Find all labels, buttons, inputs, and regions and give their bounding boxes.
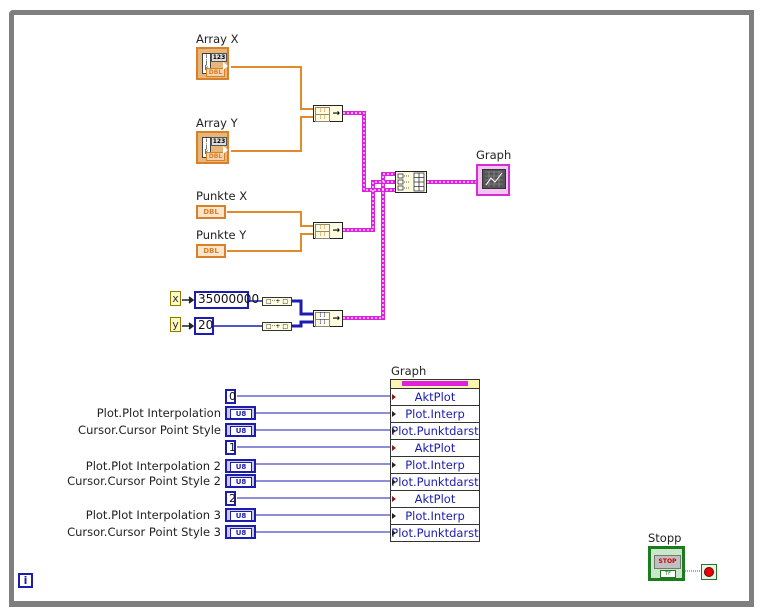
property-row[interactable]: Plot.Punktdarst bbox=[391, 424, 479, 440]
type-badge: U8 bbox=[230, 426, 252, 436]
property-row[interactable]: AktPlot bbox=[391, 389, 479, 406]
array-x-terminal[interactable]: ijk 123 DBL bbox=[196, 47, 229, 80]
stop-condition-icon bbox=[704, 567, 714, 577]
property-row[interactable]: Plot.Interp bbox=[391, 508, 479, 525]
u8-control[interactable]: U8 bbox=[225, 459, 256, 473]
property-node-label: Graph bbox=[391, 364, 427, 378]
property-node[interactable]: AktPlot Plot.Interp Plot.Punktdarst AktP… bbox=[390, 379, 480, 542]
punkte-y-label: Punkte Y bbox=[196, 228, 247, 242]
array-x-label: Array X bbox=[196, 32, 239, 46]
u8-control[interactable]: U8 bbox=[225, 474, 256, 488]
output-arrow-icon bbox=[223, 146, 228, 154]
array-y-terminal[interactable]: ijk 123 DBL bbox=[196, 131, 229, 164]
property-row[interactable]: Plot.Punktdarst bbox=[391, 475, 479, 491]
x-value-control[interactable]: 35000000 bbox=[194, 291, 259, 309]
type-badge: U8 bbox=[230, 462, 252, 472]
wire-punkte-y bbox=[227, 233, 313, 252]
stop-button-terminal[interactable]: STOP TF bbox=[648, 546, 685, 581]
aktplot-constant-2[interactable]: 2 bbox=[225, 491, 236, 506]
bundle-node-3[interactable]: [ ] [ ] → bbox=[313, 310, 343, 327]
stop-icon: STOP bbox=[654, 555, 681, 569]
y-label-tag: y bbox=[170, 317, 181, 332]
wire-x-conv bbox=[291, 299, 313, 316]
type-badge: TF bbox=[660, 570, 676, 578]
wire-array-y bbox=[231, 116, 313, 152]
bundle-node-1[interactable]: [ ] [ ] → bbox=[313, 105, 343, 122]
property-row[interactable]: Plot.Interp bbox=[391, 406, 479, 423]
property-row[interactable]: Plot.Punktdarst bbox=[391, 526, 479, 540]
convert-node-x[interactable]: □··+ □ bbox=[262, 297, 292, 306]
build-array-icon bbox=[397, 172, 425, 192]
property-row[interactable]: Plot.Interp bbox=[391, 457, 479, 474]
build-array-node[interactable] bbox=[395, 171, 427, 193]
graph-icon bbox=[482, 169, 506, 189]
property-row[interactable]: AktPlot bbox=[391, 440, 479, 457]
loop-condition-terminal[interactable] bbox=[701, 564, 717, 580]
wire-cluster-3 bbox=[343, 172, 396, 320]
bundle-arrow-icon: → bbox=[332, 314, 340, 324]
bundle-input-b: [ ] bbox=[315, 319, 330, 327]
wire-cluster-1 bbox=[343, 111, 396, 192]
bundle-arrow-icon: → bbox=[332, 109, 340, 119]
array-y-label: Array Y bbox=[196, 116, 238, 130]
input-label: Cursor.Cursor Point Style 3 bbox=[67, 525, 221, 539]
type-badge: DBL bbox=[206, 68, 225, 77]
input-label: Plot.Plot Interpolation 3 bbox=[85, 508, 221, 522]
punkte-x-terminal[interactable]: DBL bbox=[196, 205, 226, 219]
bundle-arrow-icon: → bbox=[332, 226, 340, 236]
numeric-icon: 123 bbox=[211, 137, 227, 146]
u8-control[interactable]: U8 bbox=[225, 423, 256, 437]
numeric-icon: 123 bbox=[211, 53, 227, 62]
convert-node-y[interactable]: □··+ □ bbox=[262, 322, 292, 331]
input-label: Plot.Plot Interpolation bbox=[96, 406, 221, 420]
input-label: Cursor.Cursor Point Style 2 bbox=[67, 474, 221, 488]
wire-punkte-x bbox=[227, 211, 313, 227]
u8-control[interactable]: U8 bbox=[225, 525, 256, 539]
type-badge: U8 bbox=[230, 409, 252, 419]
wire-arrows bbox=[182, 296, 194, 330]
stop-label: Stopp bbox=[648, 531, 682, 545]
punkte-y-terminal[interactable]: DBL bbox=[196, 244, 226, 258]
bundle-input-b: [ ] bbox=[315, 114, 330, 122]
x-label-tag: x bbox=[170, 291, 181, 306]
bundle-input-b: [ ] bbox=[315, 231, 330, 239]
u8-control[interactable]: U8 bbox=[225, 406, 256, 420]
input-label: Cursor.Cursor Point Style bbox=[78, 423, 221, 437]
graph-indicator-terminal[interactable] bbox=[476, 164, 510, 196]
aktplot-constant-0[interactable]: 0 bbox=[225, 389, 236, 404]
wire-y-conv bbox=[291, 320, 313, 328]
u8-control[interactable]: U8 bbox=[225, 508, 256, 522]
input-label: Plot.Plot Interpolation 2 bbox=[85, 459, 221, 473]
punkte-x-label: Punkte X bbox=[196, 189, 248, 203]
graph-indicator-label: Graph bbox=[476, 148, 512, 162]
wire-array-x bbox=[231, 66, 313, 110]
type-badge: U8 bbox=[230, 511, 252, 521]
output-arrow-icon bbox=[223, 62, 228, 70]
property-node-header bbox=[391, 380, 479, 389]
y-value-control[interactable]: 20 bbox=[194, 317, 214, 335]
aktplot-constant-1[interactable]: 1 bbox=[225, 440, 236, 455]
type-badge: U8 bbox=[230, 477, 252, 487]
type-badge: U8 bbox=[230, 528, 252, 538]
iteration-info-icon: i bbox=[18, 573, 33, 588]
type-badge: DBL bbox=[206, 152, 225, 161]
property-row[interactable]: AktPlot bbox=[391, 491, 479, 508]
bundle-node-2[interactable]: [ ] [ ] → bbox=[313, 222, 343, 239]
